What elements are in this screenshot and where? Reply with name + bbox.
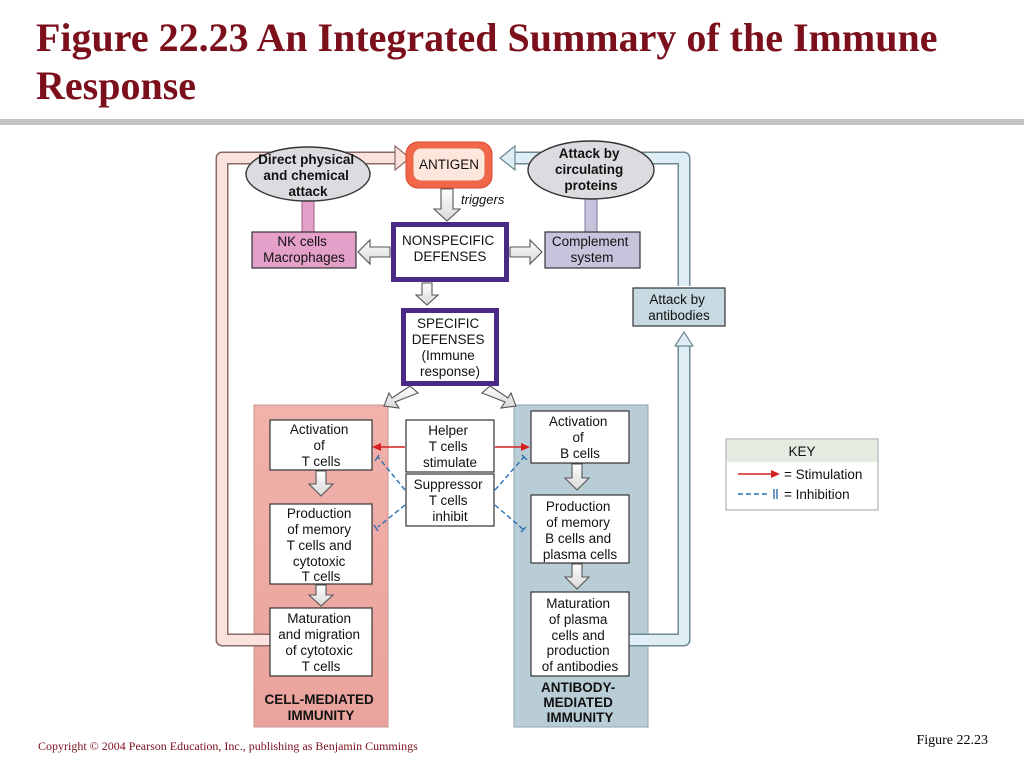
nk-cells-box [251,231,357,269]
inhib-bar-b-memory [520,526,527,533]
antigen-box [412,147,486,182]
to-complement-arrow [509,238,543,266]
b-maturation-text: Maturation of plasma cells and productio… [542,596,619,674]
cell-loop-arrowhead [394,144,411,172]
circulating-attack-text: Attack by circulating proteins [555,146,627,193]
inhib-line-b-memory [494,504,525,531]
helper-box [405,419,495,473]
copyright-notice: Copyright © 2004 Pearson Education, Inc.… [38,739,418,753]
antigen-label: ANTIGEN [419,157,479,172]
triggers-label: triggers [461,192,505,207]
t-maturation-box [269,607,373,677]
antibody-mediated-label: ANTIBODY- MEDIATED IMMUNITY [541,680,619,725]
nonspecific-box [396,227,504,277]
key-stimulation-head [771,470,780,478]
slide-title: Figure 22.23 An Integrated Summary of th… [36,15,938,108]
inhib-bar-t-activation [374,454,380,462]
suppressor-text: Suppressor T cells inhibit [414,477,487,524]
circulating-loop-arrowhead [499,144,516,172]
complement-box [544,231,641,269]
b-activation-text: Activation of B cells [549,414,611,461]
inhib-bar-t-memory [373,524,379,532]
b-arrow-1 [563,463,591,491]
key-stimulation-text: = Stimulation [784,467,862,482]
stim-head-t [372,443,381,451]
to-nk-arrow [357,238,391,266]
helper-text: Helper T cells stimulate [423,423,477,470]
specific-text: SPECIFIC DEFENSES (Immune response) [412,316,489,379]
complement-connector [584,198,598,234]
nk-connector [301,198,315,234]
to-cell-mediated-arrow [383,385,420,409]
key-heading: KEY [788,444,815,459]
inhib-line-t-memory [377,504,406,528]
inhib-line-t-activation [377,456,406,491]
cell-mediated-label: CELL-MEDIATED IMMUNITY [264,692,377,723]
inhib-bar-b-activation [521,454,528,461]
t-maturation-text: Maturation and migration of cytotoxic T … [278,611,364,674]
t-memory-box [269,503,373,585]
b-activation-box [530,410,630,464]
stim-head-b [521,443,530,451]
key-inhibition-text: = Inhibition [784,487,850,502]
inhib-line-b-activation [494,456,525,491]
direct-attack-ellipse [245,146,371,202]
key-header [727,440,877,462]
nonspecific-text: NONSPECIFIC DEFENSES [402,233,498,264]
t-activation-text: Activation of T cells [290,422,352,469]
specific-box [406,313,494,381]
circulating-attack-ellipse [527,140,655,200]
antigen-down-arrow [432,188,462,222]
antibody-loop-fill [628,346,689,645]
t-memory-text: Production of memory T cells and cytotox… [287,506,356,584]
antibody-loop-arrowhead [673,330,695,347]
antibody-attack-box [632,287,726,327]
t-activation-box [269,419,373,471]
suppressor-box [405,473,495,527]
b-arrow-2 [563,563,591,590]
nonspecific-down-arrow [414,282,440,306]
b-memory-box [530,494,630,564]
b-memory-text: Production of memory B cells and plasma … [543,499,618,562]
b-maturation-box [530,591,630,677]
direct-attack-text: Direct physical and chemical attack [258,152,358,199]
to-antibody-mediated-arrow [480,385,517,409]
t-arrow-2 [307,584,335,607]
nk-cells-text: NK cells Macrophages [263,234,345,265]
title-divider [0,119,1024,125]
complement-text: Complement system [552,234,632,265]
t-arrow-1 [307,470,335,497]
figure-label: Figure 22.23 [916,733,988,748]
antibody-attack-text: Attack by antibodies [648,292,710,323]
